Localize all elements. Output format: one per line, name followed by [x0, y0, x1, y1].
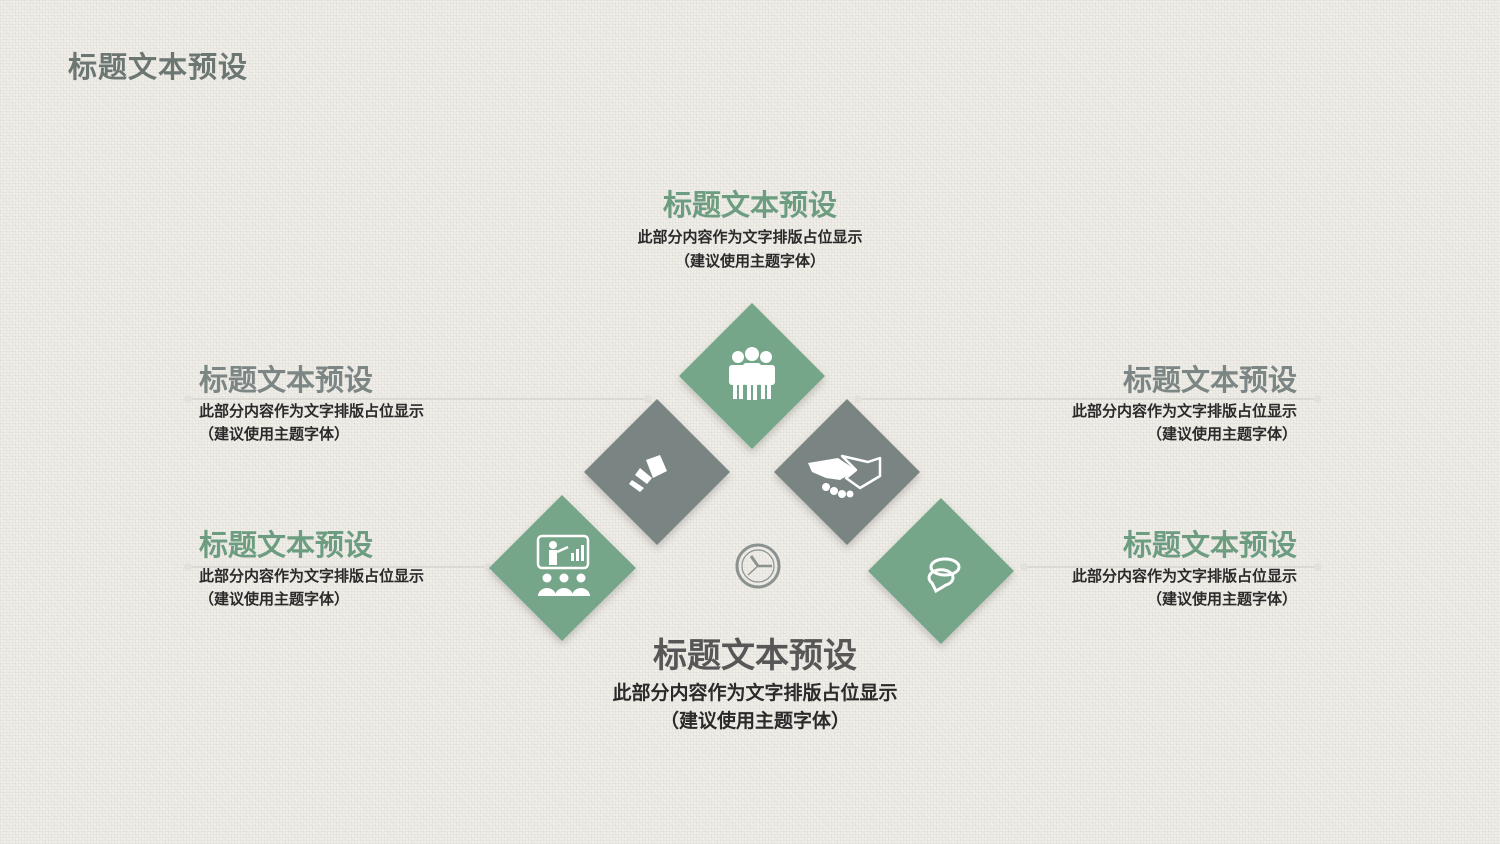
block-title: 标题文本预设 — [199, 528, 374, 562]
diamond-megaphone — [584, 399, 730, 545]
block-desc-line1: 此部分内容作为文字排版占位显示 — [199, 566, 425, 585]
connector-left-upper — [184, 395, 652, 403]
block-desc-line1: 此部分内容作为文字排版占位显示 — [1071, 401, 1297, 420]
connector-left-lower — [184, 563, 492, 571]
text-block-left-upper: 标题文本预设 此部分内容作为文字排版占位显示 （建议使用主题字体） — [199, 363, 424, 444]
block-desc-line1: 此部分内容作为文字排版占位显示 — [199, 401, 425, 420]
block-desc-line2: （建议使用主题字体） — [1146, 589, 1297, 608]
text-block-bottom: 标题文本预设 此部分内容作为文字排版占位显示 （建议使用主题字体） — [500, 636, 1010, 733]
presentation-icon — [536, 534, 590, 596]
diamond-team — [679, 303, 825, 449]
block-desc-line1: 此部分内容作为文字排版占位显示 — [637, 227, 863, 246]
block-desc-line2: （建议使用主题字体） — [199, 424, 350, 443]
connector-right-upper — [854, 395, 1322, 403]
chat-bubbles-icon — [927, 557, 961, 594]
diamond-presentation — [489, 495, 636, 641]
text-block-left-lower: 标题文本预设 此部分内容作为文字排版占位显示 （建议使用主题字体） — [199, 528, 424, 609]
diamond-handshake — [774, 399, 920, 545]
block-desc-line2: （建议使用主题字体） — [659, 709, 850, 732]
clock-icon — [735, 543, 781, 589]
text-block-top: 标题文本预设 此部分内容作为文字排版占位显示 （建议使用主题字体） — [500, 188, 1000, 271]
block-desc-line2: （建议使用主题字体） — [199, 589, 350, 608]
megaphone-icon — [629, 455, 667, 492]
block-title: 标题文本预设 — [662, 188, 837, 222]
block-desc-line2: （建议使用主题字体） — [674, 251, 825, 270]
block-desc-line2: （建议使用主题字体） — [1146, 424, 1297, 443]
block-title: 标题文本预设 — [199, 363, 374, 397]
text-block-right-lower: 标题文本预设 此部分内容作为文字排版占位显示 （建议使用主题字体） — [1072, 528, 1297, 609]
block-title: 标题文本预设 — [1122, 528, 1297, 562]
block-desc-line1: 此部分内容作为文字排版占位显示 — [1071, 566, 1297, 585]
connector-right-lower — [1020, 563, 1322, 571]
page-title: 标题文本预设 — [68, 50, 249, 84]
handshake-icon — [808, 454, 882, 498]
text-block-right-upper: 标题文本预设 此部分内容作为文字排版占位显示 （建议使用主题字体） — [1072, 363, 1297, 444]
block-desc-line1: 此部分内容作为文字排版占位显示 — [612, 681, 898, 704]
team-icon — [729, 347, 775, 400]
block-title: 标题文本预设 — [1122, 363, 1297, 397]
block-title: 标题文本预设 — [653, 636, 857, 676]
diamond-chat — [868, 498, 1014, 644]
